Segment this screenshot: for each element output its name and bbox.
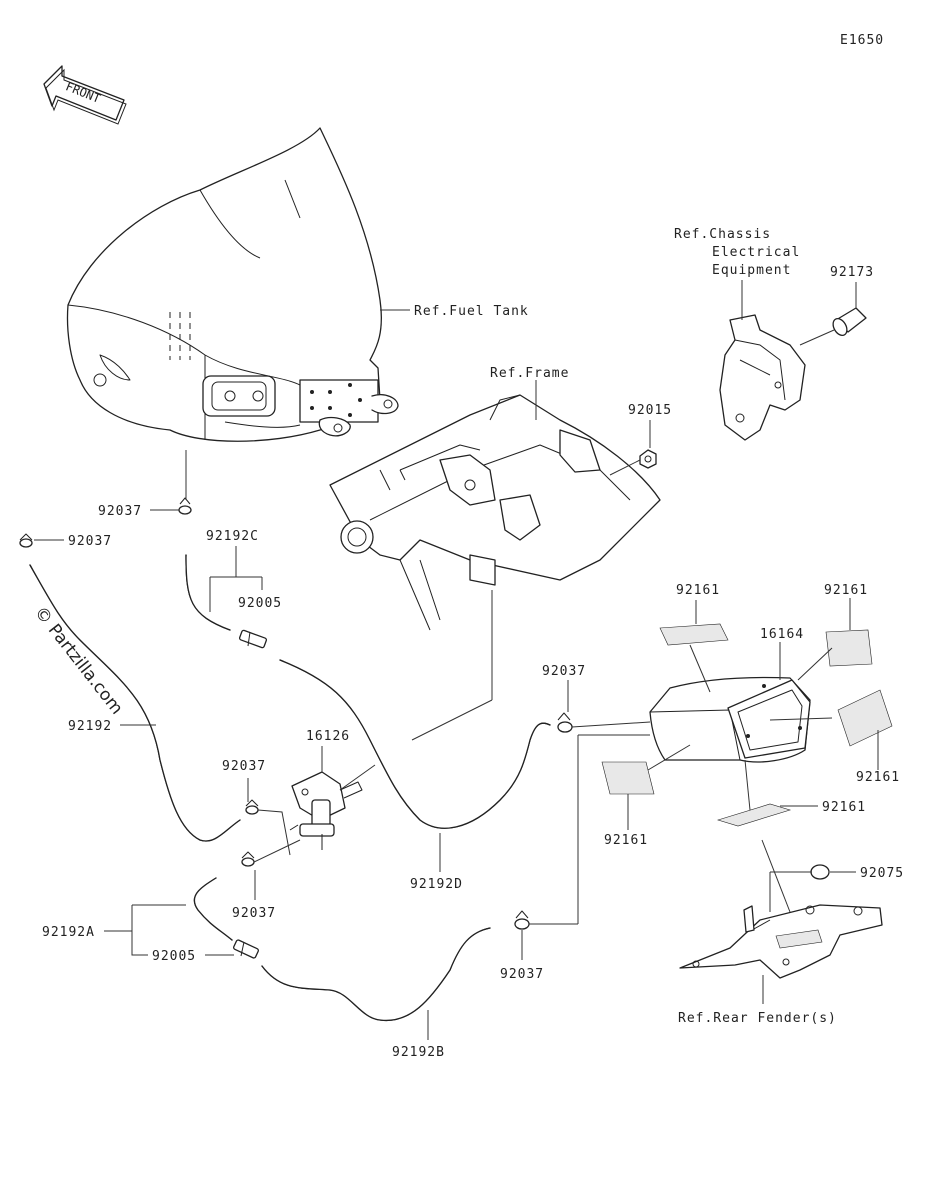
part-92192-label: 92192 [68,719,112,734]
part-92005-upper-label: 92005 [238,596,282,611]
ref-chassis-label-1: Ref.Chassis [674,227,771,242]
part-92037-valve-lower-label: 92037 [232,906,276,921]
fuel-tank-drawing [66,127,399,442]
rear-fender-drawing [679,904,883,979]
part-16126-label: 16126 [306,729,350,744]
part-92192D-label: 92192D [410,877,463,892]
clamp-92037-bottom-icon [514,910,530,930]
part-92037-bottom-label: 92037 [500,967,544,982]
clamp-92037-mid-icon [557,712,573,733]
part-92037-valve-upper-label: 92037 [222,759,266,774]
pad-92161-bottom-icon [716,803,792,827]
pad-92161-top-icon [659,623,729,646]
part-92161-left-label: 92161 [604,833,648,848]
clamp-92037-left-icon [19,533,33,548]
part-92161-right-top-label: 92161 [824,583,868,598]
part-92161-bottom-label: 92161 [822,800,866,815]
part-92037-tank-label: 92037 [98,504,142,519]
fitting-92005-upper-icon [238,629,268,649]
front-arrow-icon: FRONT [43,65,127,125]
part-16164-label: 16164 [760,627,804,642]
pad-92161-right-icon [837,689,893,747]
ref-chassis-label-3: Equipment [712,263,791,278]
part-92192A-label: 92192A [42,925,95,940]
part-92161-right-label: 92161 [856,770,900,785]
clamp-92037-tank-icon [178,497,192,515]
clip-92173-icon [832,307,867,337]
canister-16164-drawing [649,676,811,763]
pad-92161-left-icon [601,761,655,795]
part-92192B-label: 92192B [392,1045,445,1060]
part-92005-lower-label: 92005 [152,949,196,964]
pad-92161-right-top-icon [825,629,873,667]
valve-16126-icon [289,771,363,850]
part-92015-label: 92015 [628,403,672,418]
diagram-code: E1650 [840,33,884,48]
ref-fuel-tank-label: Ref.Fuel Tank [414,304,529,319]
part-92173-label: 92173 [830,265,874,280]
ref-frame-label: Ref.Frame [490,366,569,381]
fitting-92005-lower-icon [233,939,259,959]
part-92161-top-label: 92161 [676,583,720,598]
part-92192C-label: 92192C [206,529,259,544]
chassis-bracket-drawing [719,314,806,441]
frame-drawing [329,394,661,631]
part-92037-left-label: 92037 [68,534,112,549]
ref-chassis-label-2: Electrical [712,245,800,260]
clamp-92037-valve-upper-icon [245,799,259,815]
clamp-92037-valve-lower-icon [241,851,255,867]
plug-92075-icon [810,864,830,880]
watermark: © Partzilla.com [30,603,127,719]
nut-92015-icon [639,449,657,469]
ref-rear-fender-label: Ref.Rear Fender(s) [678,1011,837,1026]
part-92075-label: 92075 [860,866,904,881]
part-92037-mid-label: 92037 [542,664,586,679]
